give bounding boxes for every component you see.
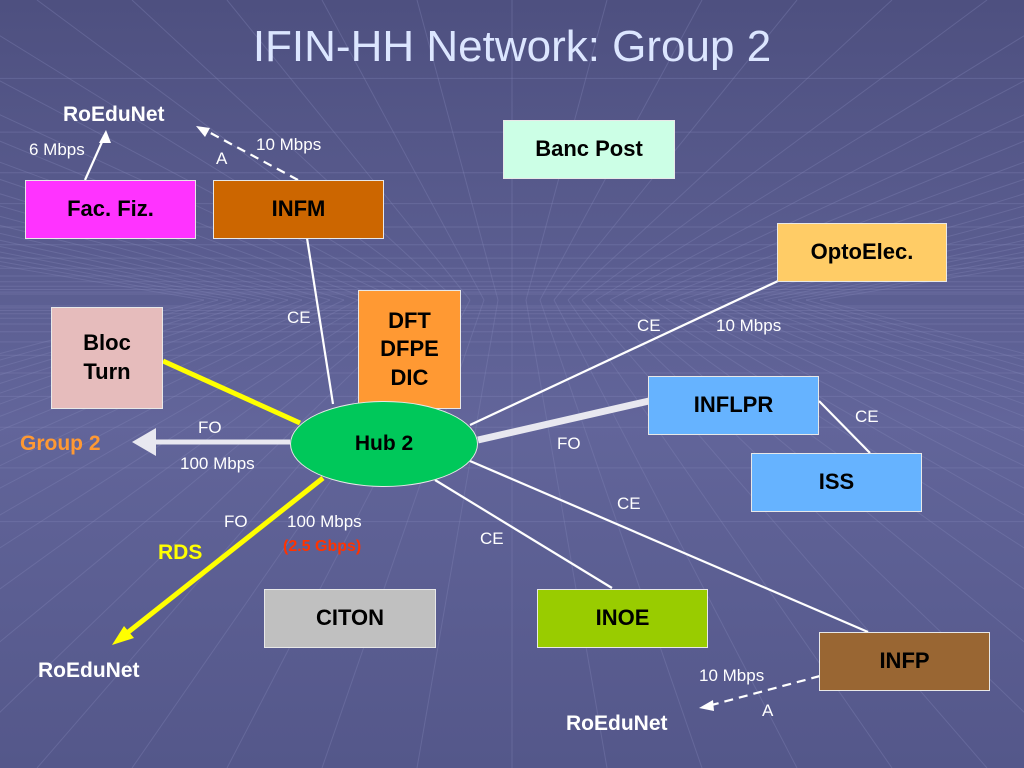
link-rds-hub — [120, 476, 325, 639]
link-inoe-hub — [434, 479, 613, 589]
label-roedunet-top: RoEduNet — [63, 103, 165, 126]
label-rds-type: FO — [224, 512, 248, 531]
label-inoe-hub: CE — [480, 529, 504, 548]
node-infp: INFP — [819, 632, 990, 691]
link-infp-roedunet — [707, 674, 821, 708]
bloc-turn-line-1: Bloc — [83, 330, 131, 356]
label-rds: RDS — [158, 541, 203, 564]
dft-line-1: DFT — [388, 307, 431, 333]
arrowhead-group2 — [132, 428, 156, 456]
label-optoelec-speed: 10 Mbps — [716, 316, 782, 335]
dft-line-3: DIC — [390, 364, 429, 390]
label-optoelec-type: CE — [637, 316, 661, 335]
node-dft: DFT DFPE DIC — [358, 290, 461, 409]
node-inoe: INOE — [537, 589, 708, 648]
node-inflpr: INFLPR — [648, 376, 819, 435]
label-roedunet-left: RoEduNet — [38, 659, 140, 682]
link-inflpr-iss — [818, 400, 871, 454]
node-iss: ISS — [751, 453, 922, 512]
hub-2: Hub 2 — [290, 401, 478, 487]
bloc-turn-line-2: Turn — [83, 359, 131, 384]
node-citon: CITON — [264, 589, 436, 648]
label-group-2: Group 2 — [20, 432, 101, 455]
label-infm-hub: CE — [287, 308, 311, 327]
link-infp-hub — [469, 459, 869, 634]
page-title: IFIN-HH Network: Group 2 — [252, 22, 772, 71]
node-optoelec: OptoElec. — [777, 223, 947, 282]
label-infm-speed: 10 Mbps — [256, 135, 322, 154]
label-rds-future-speed: (2.5 Gbps) — [283, 538, 362, 555]
link-inflpr-hub — [477, 397, 650, 444]
label-inflpr-iss: CE — [855, 407, 879, 426]
label-infp-type: A — [762, 701, 774, 720]
label-infm-type: A — [216, 149, 228, 168]
label-group2-type: FO — [198, 418, 222, 437]
link-bloc-turn-hub — [161, 358, 302, 426]
label-group2-speed: 100 Mbps — [180, 454, 255, 473]
label-fac-fiz-speed: 6 Mbps — [29, 140, 85, 159]
arrowhead-roedunet-top — [99, 130, 111, 143]
node-banc-post: Banc Post — [503, 120, 675, 179]
arrowhead-infp-roedunet — [699, 700, 714, 711]
link-infm-roedunet — [204, 129, 299, 181]
label-infp-speed: 10 Mbps — [699, 666, 765, 685]
node-fac-fiz: Fac. Fiz. — [25, 180, 196, 239]
label-roedunet-bottom: RoEduNet — [566, 712, 668, 735]
label-inflpr-hub: FO — [557, 434, 581, 453]
arrowhead-infm-roedunet — [196, 126, 210, 137]
node-bloc-turn: Bloc Turn — [51, 307, 163, 409]
label-rds-speed: 100 Mbps — [287, 512, 362, 531]
link-optoelec-hub — [469, 280, 779, 426]
dft-line-2: DFPE — [380, 336, 439, 362]
label-infp-hub: CE — [617, 494, 641, 513]
link-infm-hub — [305, 237, 335, 405]
arrowhead-rds — [112, 626, 134, 645]
node-infm: INFM — [213, 180, 384, 239]
